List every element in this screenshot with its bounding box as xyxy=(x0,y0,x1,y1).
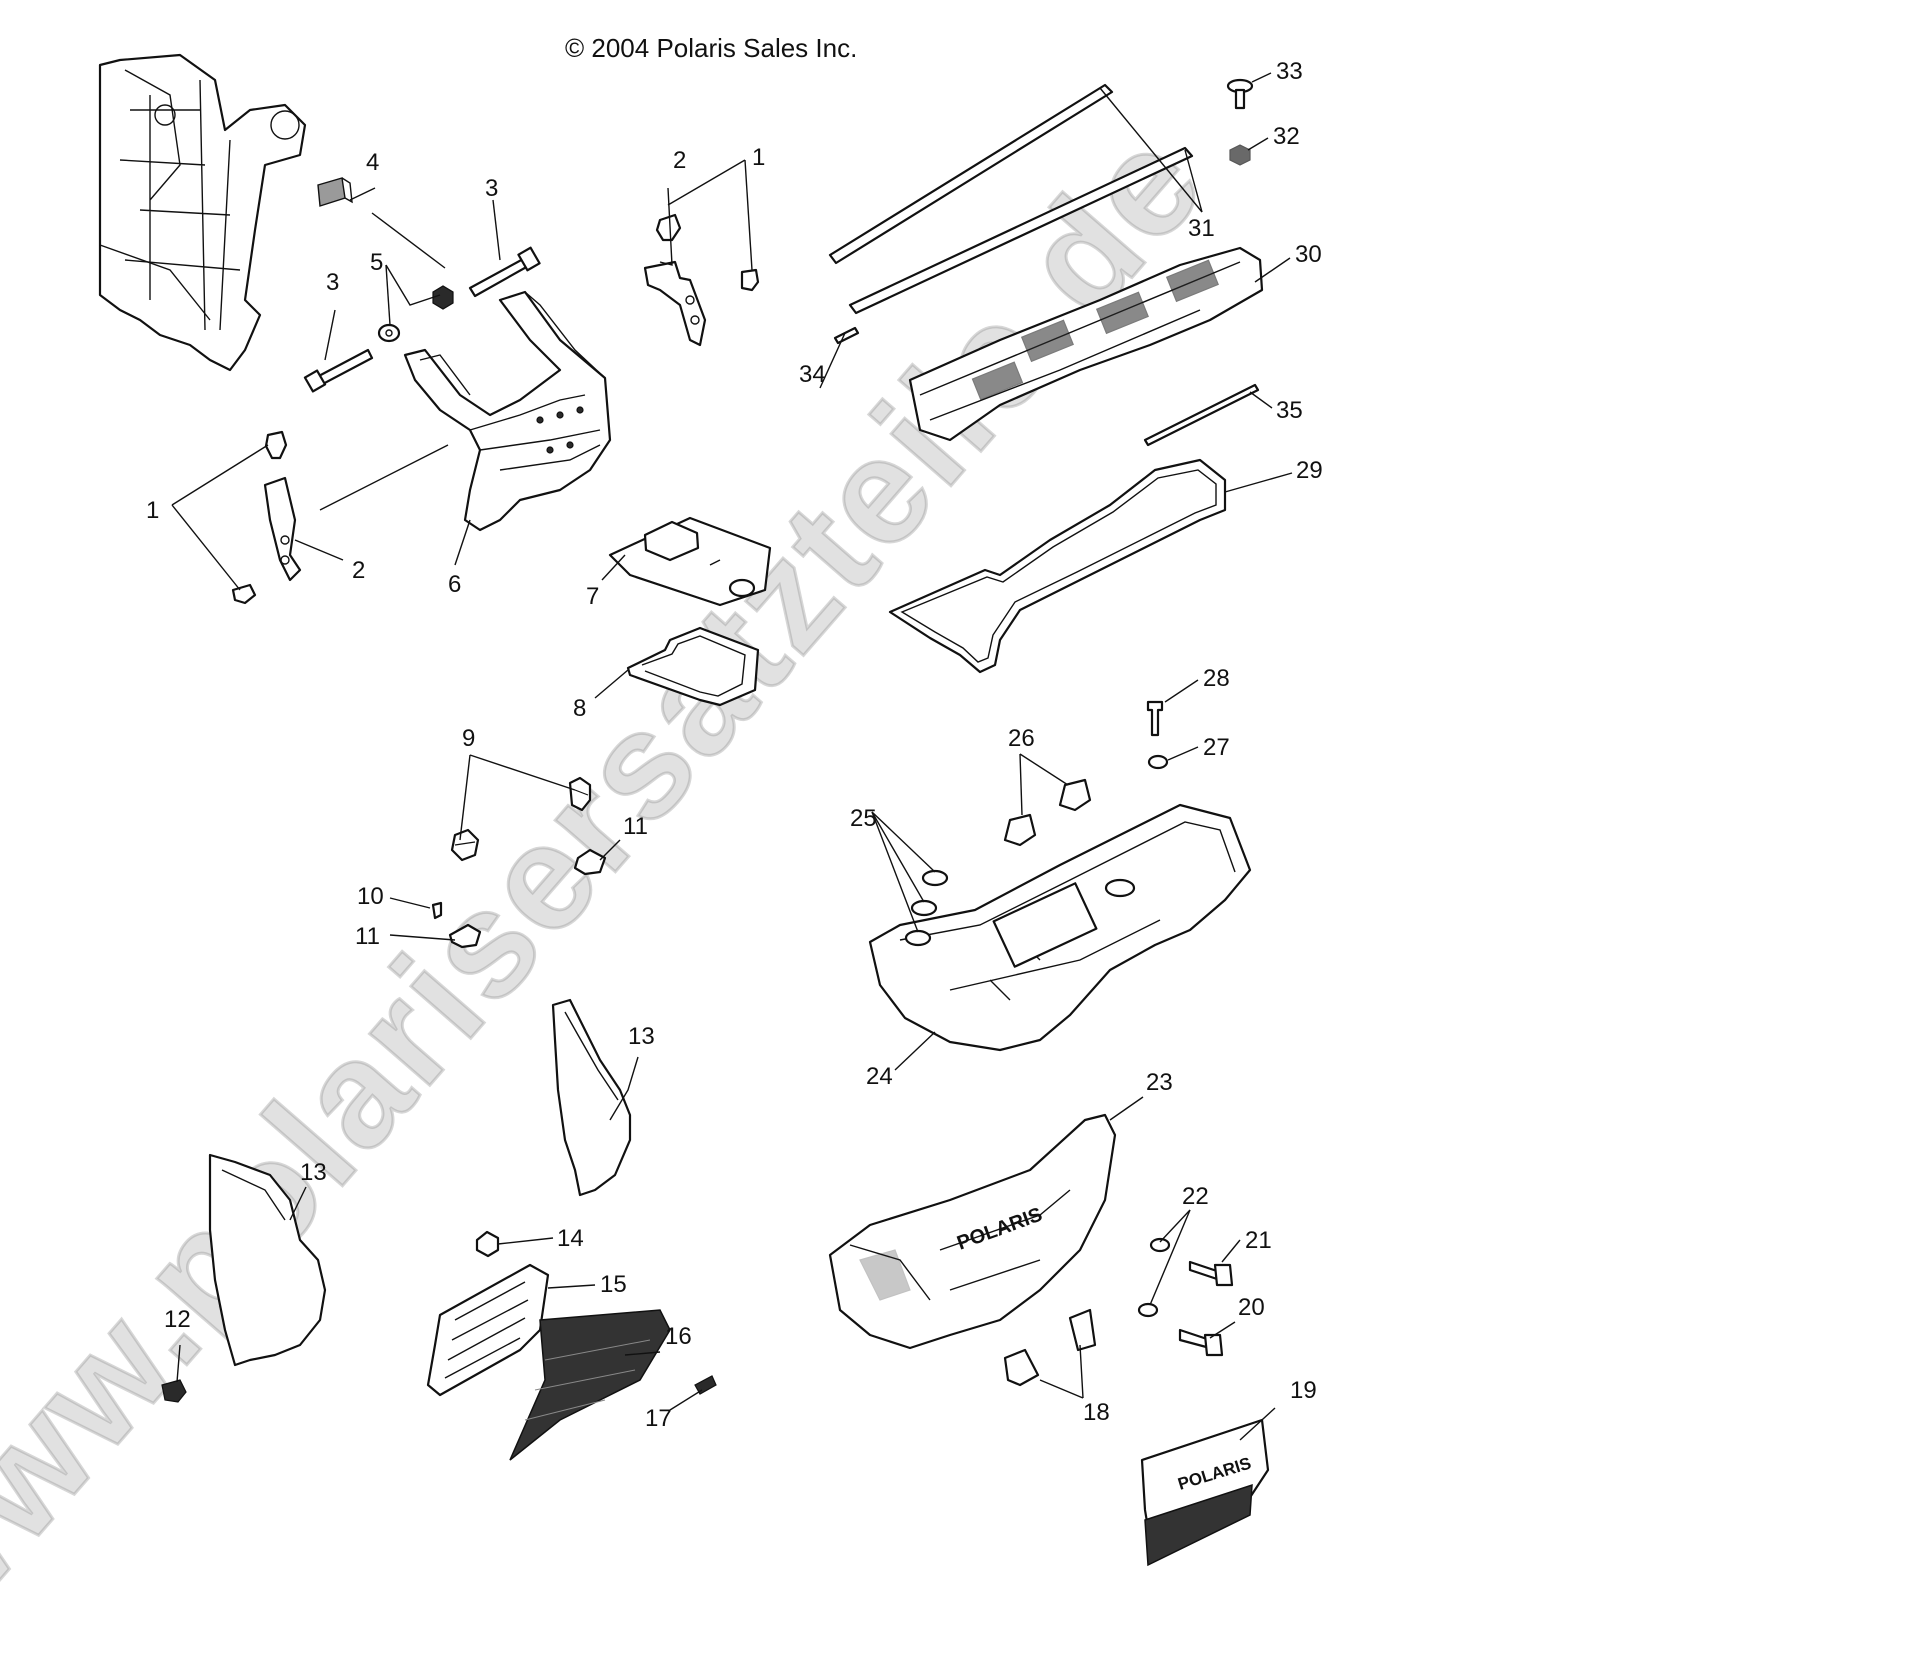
callout-6: 6 xyxy=(448,571,461,598)
callout-7: 7 xyxy=(586,583,599,610)
callout-3-lower: 3 xyxy=(326,269,339,296)
callout-22: 22 xyxy=(1182,1183,1209,1210)
copyright-notice: © 2004 Polaris Sales Inc. xyxy=(565,33,858,63)
callout-13-left: 13 xyxy=(300,1159,327,1186)
callout-19: 19 xyxy=(1290,1377,1317,1404)
callout-30: 30 xyxy=(1295,241,1322,268)
part-29-seal xyxy=(888,458,1227,674)
callout-35: 35 xyxy=(1276,397,1303,424)
callout-11-upper: 11 xyxy=(623,813,648,840)
part-8-gasket xyxy=(626,626,760,707)
callout-28: 28 xyxy=(1203,665,1230,692)
part-7-module xyxy=(608,516,772,607)
part-9-connectors xyxy=(450,776,592,862)
callout-8: 8 xyxy=(573,695,586,722)
frame-section xyxy=(98,53,307,372)
callout-17: 17 xyxy=(645,1405,672,1432)
part-34-35-pins xyxy=(833,326,1260,447)
callout-34: 34 xyxy=(799,361,826,388)
part-5-nut-washer xyxy=(377,285,454,343)
callout-32: 32 xyxy=(1273,123,1300,150)
part-27-28-hardware xyxy=(1146,700,1169,770)
part-25-plugs xyxy=(904,869,949,947)
part-10-11-clips xyxy=(431,848,607,949)
part-23-bumper: POLARIS xyxy=(828,1113,1117,1350)
callout-31: 31 xyxy=(1188,215,1215,242)
callout-1-upper: 1 xyxy=(752,144,765,171)
callout-18: 18 xyxy=(1083,1399,1110,1426)
callout-11-lower: 11 xyxy=(355,923,380,950)
part-16-mesh xyxy=(509,1309,671,1461)
part-17-screw xyxy=(694,1375,717,1395)
part-26-grommets xyxy=(1003,778,1092,847)
part-2-brackets xyxy=(263,260,707,582)
part-20-21-22-hardware xyxy=(1137,1237,1234,1357)
callout-27: 27 xyxy=(1203,734,1230,761)
part-4-block xyxy=(317,177,353,207)
callout-4: 4 xyxy=(366,149,379,176)
callout-labels: 4 3 3 5 2 1 1 2 6 7 8 9 10 11 11 13 13 1… xyxy=(146,58,1323,1432)
callout-2-upper: 2 xyxy=(673,147,686,174)
callout-29: 29 xyxy=(1296,457,1323,484)
callout-21: 21 xyxy=(1245,1227,1272,1254)
callout-3-upper: 3 xyxy=(485,175,498,202)
callout-13-right: 13 xyxy=(628,1023,655,1050)
part-13-panels xyxy=(208,998,632,1367)
callout-33: 33 xyxy=(1276,58,1303,85)
part-12-screw xyxy=(161,1379,187,1403)
callout-24: 24 xyxy=(866,1063,893,1090)
callout-26: 26 xyxy=(1008,725,1035,752)
callout-25: 25 xyxy=(850,805,877,832)
callout-1-lower: 1 xyxy=(146,497,159,524)
callout-5: 5 xyxy=(370,249,383,276)
callout-20: 20 xyxy=(1238,1294,1265,1321)
part-14-nut xyxy=(475,1230,500,1258)
leader-lines xyxy=(171,72,1293,1441)
part-24-rack xyxy=(868,803,1252,1052)
part-6-bumper-frame xyxy=(319,212,612,532)
part-1-fasteners xyxy=(231,213,760,605)
callout-2-lower: 2 xyxy=(352,557,365,584)
callout-23: 23 xyxy=(1146,1069,1173,1096)
callout-10: 10 xyxy=(357,883,384,910)
callout-14: 14 xyxy=(557,1225,584,1252)
callout-12: 12 xyxy=(164,1306,191,1333)
callout-15: 15 xyxy=(600,1271,627,1298)
part-32-33-hardware xyxy=(1226,78,1254,166)
part-15-plate xyxy=(426,1263,550,1397)
part-31-strips xyxy=(828,83,1194,315)
callout-9: 9 xyxy=(462,725,475,752)
callout-16: 16 xyxy=(665,1323,692,1350)
part-19-front-cover: POLARIS xyxy=(1140,1418,1270,1567)
part-18-pads xyxy=(1003,1308,1097,1387)
part-3-bolts xyxy=(303,246,541,393)
part-30-rack-top xyxy=(908,246,1264,442)
